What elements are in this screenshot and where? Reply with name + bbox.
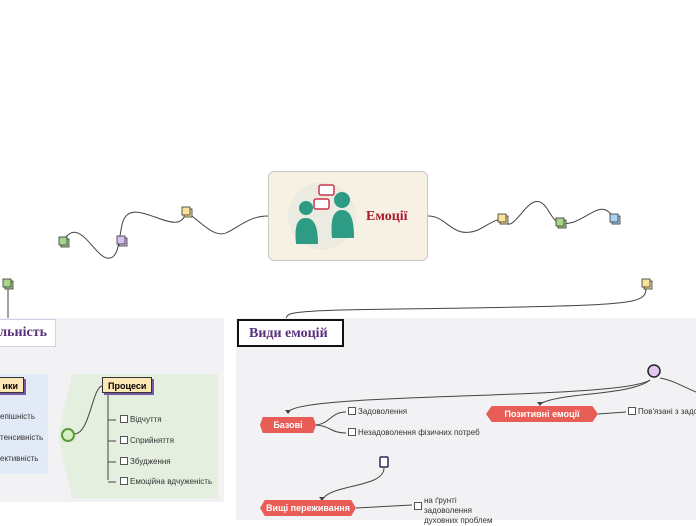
green-group-title[interactable]: Процеси xyxy=(102,377,153,393)
process-leaf[interactable]: Відчуття xyxy=(120,415,162,424)
bazovi-leaf[interactable]: Задоволення xyxy=(348,407,407,416)
central-topic-title: Емоції xyxy=(366,209,408,224)
connector-center-left xyxy=(185,211,269,235)
sticky-note-icon xyxy=(379,456,389,468)
process-leaf[interactable]: Збудження xyxy=(120,457,171,466)
connector-right-frame xyxy=(285,287,647,321)
blue-leaf[interactable]: епішність xyxy=(0,412,36,421)
bazovi-leaf[interactable]: Незадоволення фізичних потреб xyxy=(348,428,480,437)
frame-title-vydy-emotsii[interactable]: Види емоцій xyxy=(237,319,344,347)
node-pozytyvni-emotsii[interactable]: Позитивні емоції xyxy=(486,406,598,422)
node-vyshchi-perezhyvannia[interactable]: Вищі переживання xyxy=(260,500,356,516)
process-leaf[interactable]: Сприйняття xyxy=(120,436,174,445)
blue-leaf[interactable]: ективність xyxy=(0,454,39,463)
connector-center-right xyxy=(427,215,504,233)
checkbox-icon[interactable] xyxy=(120,436,128,444)
checkbox-icon[interactable] xyxy=(414,502,422,510)
checkbox-icon[interactable] xyxy=(120,457,128,465)
person-chat-icon xyxy=(288,182,356,250)
checkbox-icon[interactable] xyxy=(348,428,356,436)
green-subgroup-panel xyxy=(58,374,218,498)
checkbox-icon[interactable] xyxy=(120,415,128,423)
checkbox-icon[interactable] xyxy=(348,407,356,415)
blue-group-title[interactable]: ики xyxy=(0,377,24,393)
frame-title-left[interactable]: льність xyxy=(0,319,56,347)
checkbox-icon[interactable] xyxy=(628,407,636,415)
blue-leaf[interactable]: тенсивність xyxy=(0,433,44,442)
node-bazovi[interactable]: Базові xyxy=(260,417,316,433)
open-circle-icon xyxy=(61,428,75,442)
vyshchi-leaf[interactable]: на ґрунті задоволення духовних проблем xyxy=(414,496,506,526)
connector-right-mid xyxy=(502,201,615,225)
pozytyvni-leaf[interactable]: Пов'язані з задо xyxy=(628,407,696,416)
checkbox-icon[interactable] xyxy=(120,477,128,485)
process-leaf[interactable]: Емоційна вдчуженість xyxy=(120,477,212,486)
open-circle-icon xyxy=(647,364,661,378)
